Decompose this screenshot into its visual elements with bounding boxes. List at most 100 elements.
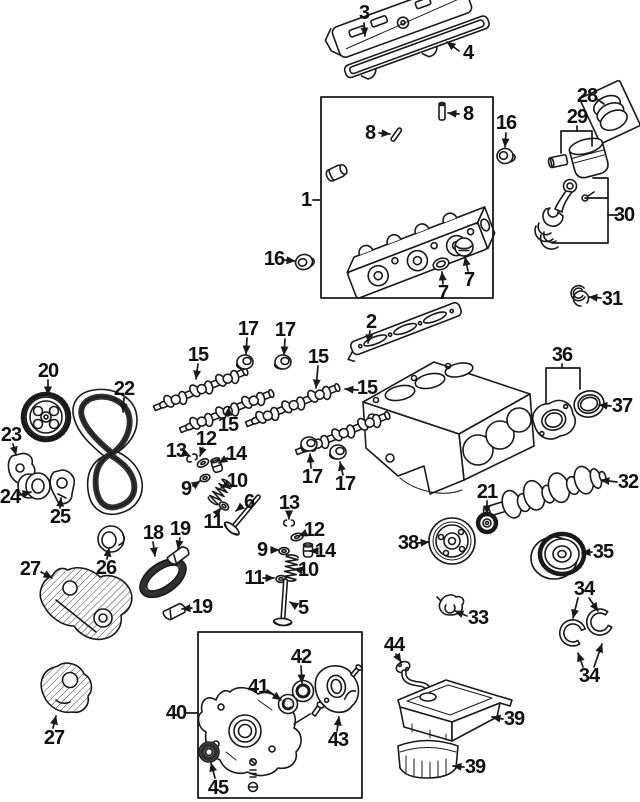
leader-line-12 [298,528,309,537]
callout-label-9: 9 [181,478,192,500]
callout-label-16: 16 [264,248,285,270]
leader-line-26 [103,547,112,560]
relief-valve-part [247,757,259,793]
leader-line-44 [393,652,402,663]
leader-line-22 [119,397,128,413]
leader-line-24 [18,490,32,498]
cap-seal-part [496,147,516,165]
callout-label-9: 9 [257,539,268,561]
callout-label-31: 31 [602,288,623,310]
leader-line-5 [289,601,300,611]
crank-gear-part [475,511,499,535]
callout-label-14: 14 [226,443,248,465]
callout-label-20: 20 [38,360,59,382]
callout-label-13: 13 [166,440,187,462]
thrust-ring-part [585,608,613,636]
callout-label-15: 15 [218,414,239,436]
callout-label-17: 17 [238,318,259,340]
callout-label-44: 44 [384,634,406,656]
callout-label-18: 18 [143,522,164,544]
thrust-ring-part [559,619,586,647]
oil-pan-lower-part [397,739,459,779]
callout-label-7: 7 [438,282,449,304]
callout-label-1: 1 [301,189,312,211]
leader-line-37 [598,401,612,410]
callout-label-10: 10 [298,559,319,581]
callout-label-38: 38 [398,532,419,554]
leader-line-4 [446,41,460,52]
callout-label-33: 33 [468,607,489,629]
callout-label-27: 27 [20,558,41,580]
callout-label-39: 39 [465,756,486,778]
cam-sprocket-part [20,391,72,443]
piston-ring-set-part [579,79,640,145]
leader-line-17 [280,338,289,356]
leader-line-9 [190,480,201,490]
callout-label-11: 11 [244,567,264,589]
cam-cap-part [273,354,292,370]
seal-cap-part [97,525,126,553]
callout-label-32: 32 [618,471,639,493]
callout-label-30: 30 [614,204,635,226]
leader-line-2 [365,330,374,344]
enclosure-box [320,96,494,299]
spring-seat-part [278,546,290,556]
dowel-pin-part [438,101,446,121]
leader-line-15 [312,365,321,389]
cam-cap-part [299,436,318,452]
callout-label-40: 40 [166,702,187,724]
leader-line-34 [588,597,599,612]
oil-pump-part [197,686,325,777]
oil-pan-upper-part [397,679,513,742]
o-ring-part [291,679,315,703]
leader-line-27 [50,715,58,729]
engine-block-part [362,361,535,495]
leader-line-19 [175,537,184,550]
callout-label-19: 19 [192,596,213,618]
oil-jet-part [436,594,465,616]
cylinder-head-part [346,206,496,299]
callout-label-23: 23 [1,424,22,446]
leader-line-28 [596,98,605,105]
leader-line-7 [462,256,471,272]
leader-line-19 [181,604,193,613]
callout-label-24: 24 [0,486,22,508]
leader-line-34 [577,652,585,668]
leader-line-36 [545,367,581,405]
leader-line-3 [360,22,369,37]
leader-line-39 [452,762,465,771]
callout-label-12: 12 [304,519,325,541]
leader-line-32 [600,477,618,486]
leader-line-41 [266,689,282,701]
leader-line-39 [491,714,504,723]
callout-label-28: 28 [577,85,598,107]
cap-seal-part [294,253,315,271]
leader-line-13 [180,448,191,457]
callout-label-26: 26 [96,557,117,579]
leader-line-34 [593,643,603,668]
leader-line-17 [338,461,346,476]
head-gasket-part [347,301,462,363]
leader-line-30 [551,177,609,244]
callout-label-35: 35 [593,541,614,563]
connecting-rod-part [534,178,595,250]
valve-cover-gasket-part [343,15,490,80]
callout-label-8: 8 [365,122,376,144]
callout-label-27: 27 [44,727,65,749]
callout-label-7: 7 [464,269,475,291]
leader-line-38 [417,538,430,547]
leader-line-29 [560,130,593,154]
leader-line-23 [9,443,18,456]
wrist-pin-part [547,154,569,169]
cam-sensor-part [325,163,348,182]
cam-cap-part [328,444,347,460]
callout-label-8: 8 [463,103,474,125]
valve-seal-part [432,257,450,271]
callout-label-14: 14 [315,540,337,562]
balance-belt-part [139,557,187,599]
leader-line-16 [283,256,296,265]
callout-label-37: 37 [612,395,633,417]
callout-label-12: 12 [196,428,217,450]
timing-cover-lower-part [40,662,93,714]
